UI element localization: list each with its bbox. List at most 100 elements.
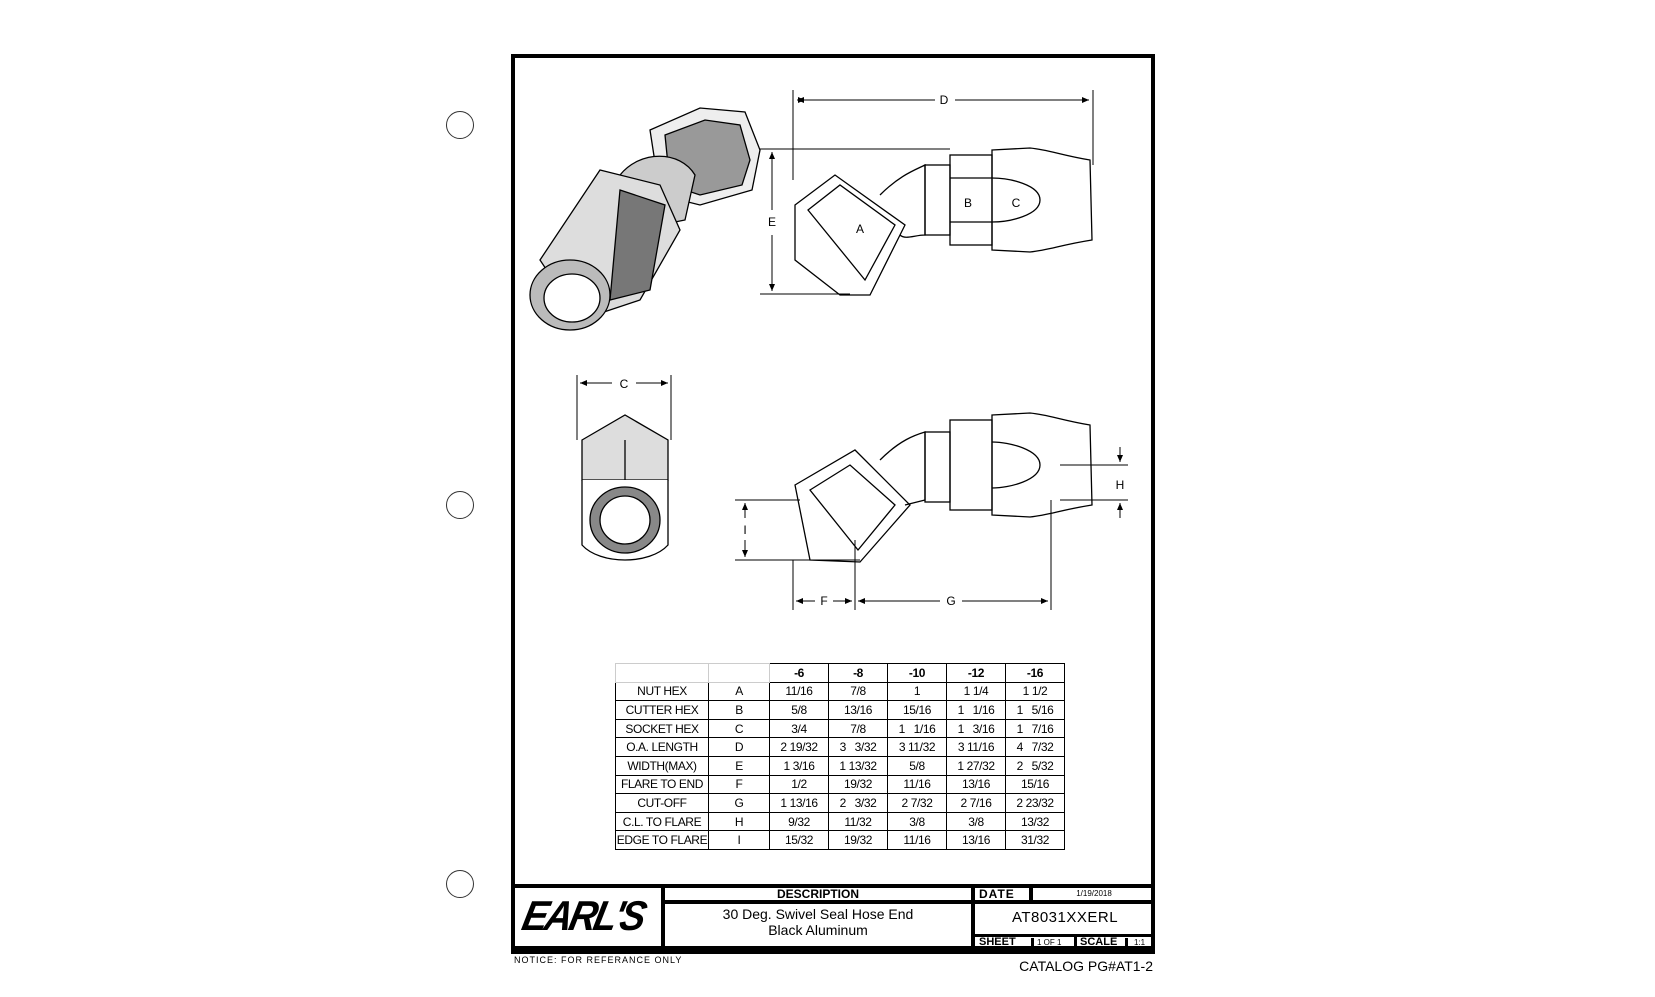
header-cell: -10 xyxy=(887,663,947,683)
dim-label-a: A xyxy=(856,222,864,236)
value-cell: 13/32 xyxy=(1005,811,1065,832)
value-cell: 3 3/32 xyxy=(828,737,888,757)
row-name-cell: CUTTER HEX xyxy=(615,700,709,720)
table-header-row: -6 -8 -10 -12 -16 xyxy=(615,663,1065,683)
header-cell: -12 xyxy=(946,663,1006,683)
dim-label-g: G xyxy=(946,594,955,608)
value-cell: 11/16 xyxy=(887,830,947,850)
value-cell: 2 3/32 xyxy=(828,793,888,813)
value-cell: 15/32 xyxy=(769,830,829,850)
row-name-cell: NUT HEX xyxy=(615,681,709,702)
value-cell: 3/4 xyxy=(769,718,829,739)
notice-text: NOTICE: FOR REFERANCE ONLY xyxy=(514,955,683,965)
dimension-lines xyxy=(576,90,1128,610)
drawing-frame xyxy=(511,54,1155,954)
value-cell: 2 19/32 xyxy=(769,737,829,757)
value-cell: 11/32 xyxy=(828,811,888,832)
binder-hole xyxy=(446,111,474,139)
value-cell: 9/32 xyxy=(769,811,829,832)
dim-label-c: C xyxy=(1012,196,1021,210)
value-cell: 1 7/16 xyxy=(1005,718,1065,739)
header-cell: -8 xyxy=(828,663,888,683)
value-cell: 2 5/32 xyxy=(1005,755,1065,776)
bottom-fitting-view xyxy=(794,412,1093,563)
dim-label-f: F xyxy=(820,594,827,608)
value-cell: 15/16 xyxy=(1005,774,1065,795)
value-cell: 2 7/32 xyxy=(887,793,947,813)
value-cell: 3 11/32 xyxy=(887,737,947,757)
value-cell: 13/16 xyxy=(946,774,1006,795)
dim-label-b: B xyxy=(964,196,972,210)
row-code-cell: C xyxy=(708,718,770,739)
binder-hole xyxy=(446,870,474,898)
scale-label: SCALE xyxy=(1074,936,1117,948)
value-cell: 4 7/32 xyxy=(1005,737,1065,757)
row-name-cell: C.L. TO FLARE xyxy=(615,811,709,832)
value-cell: 13/16 xyxy=(828,700,888,720)
row-code-cell: H xyxy=(708,811,770,832)
value-cell: 1 5/16 xyxy=(1005,700,1065,720)
date-value: 1/19/2018 xyxy=(1076,889,1112,898)
header-cell: -6 xyxy=(769,663,829,683)
row-code-cell: A xyxy=(708,681,770,702)
row-name-cell: CUT-OFF xyxy=(615,793,709,813)
date-label: DATE xyxy=(979,887,1015,901)
row-name-cell: O.A. LENGTH xyxy=(615,737,709,757)
value-cell: 1 13/16 xyxy=(769,793,829,813)
value-cell: 19/32 xyxy=(828,774,888,795)
row-code-cell: D xyxy=(708,737,770,757)
binder-hole xyxy=(446,491,474,519)
row-name-cell: WIDTH(MAX) xyxy=(615,755,709,776)
value-cell: 1 1/16 xyxy=(946,700,1006,720)
description-line2: Black Aluminum xyxy=(768,922,868,938)
value-cell: 5/8 xyxy=(769,700,829,720)
value-cell: 2 23/32 xyxy=(1005,793,1065,813)
value-cell: 1 xyxy=(887,681,947,702)
sheet-value: 1 OF 1 xyxy=(1031,938,1061,947)
value-cell: 1 27/32 xyxy=(946,755,1006,776)
value-cell: 11/16 xyxy=(769,681,829,702)
value-cell: 13/16 xyxy=(946,830,1006,850)
value-cell: 15/16 xyxy=(887,700,947,720)
value-cell: 19/32 xyxy=(828,830,888,850)
row-code-cell: G xyxy=(708,793,770,813)
value-cell: 3/8 xyxy=(887,811,947,832)
dim-label-h: H xyxy=(1116,478,1125,492)
value-cell: 1 1/2 xyxy=(1005,681,1065,702)
value-cell: 3/8 xyxy=(946,811,1006,832)
catalog-page: CATALOG PG#AT1-2 xyxy=(1019,958,1153,974)
value-cell: 2 7/16 xyxy=(946,793,1006,813)
row-name-cell: FLARE TO END xyxy=(615,774,709,795)
row-name-cell: EDGE TO FLARE xyxy=(615,830,709,850)
row-code-cell: F xyxy=(708,774,770,795)
value-cell: 1 13/32 xyxy=(828,755,888,776)
dim-label-i: I xyxy=(743,523,746,537)
row-code-cell: E xyxy=(708,755,770,776)
value-cell: 7/8 xyxy=(828,681,888,702)
title-block: EARL'S DESCRIPTION 30 Deg. Swivel Seal H… xyxy=(511,884,1155,950)
row-code-cell: B xyxy=(708,700,770,720)
dim-label-e: E xyxy=(768,215,776,229)
sheet-label: SHEET xyxy=(979,936,1016,948)
value-cell: 1 1/16 xyxy=(887,718,947,739)
value-cell: 1 3/16 xyxy=(769,755,829,776)
side-fitting-view xyxy=(794,147,1093,296)
value-cell: 1 1/4 xyxy=(946,681,1006,702)
dim-label-c-front: C xyxy=(620,377,629,391)
isometric-fitting-view xyxy=(529,107,761,331)
row-code-cell: I xyxy=(708,830,770,850)
value-cell: 3 11/16 xyxy=(946,737,1006,757)
header-cell xyxy=(708,663,770,683)
earls-logo: EARL'S xyxy=(518,893,648,941)
value-cell: 1 3/16 xyxy=(946,718,1006,739)
description-label: DESCRIPTION xyxy=(776,887,859,901)
